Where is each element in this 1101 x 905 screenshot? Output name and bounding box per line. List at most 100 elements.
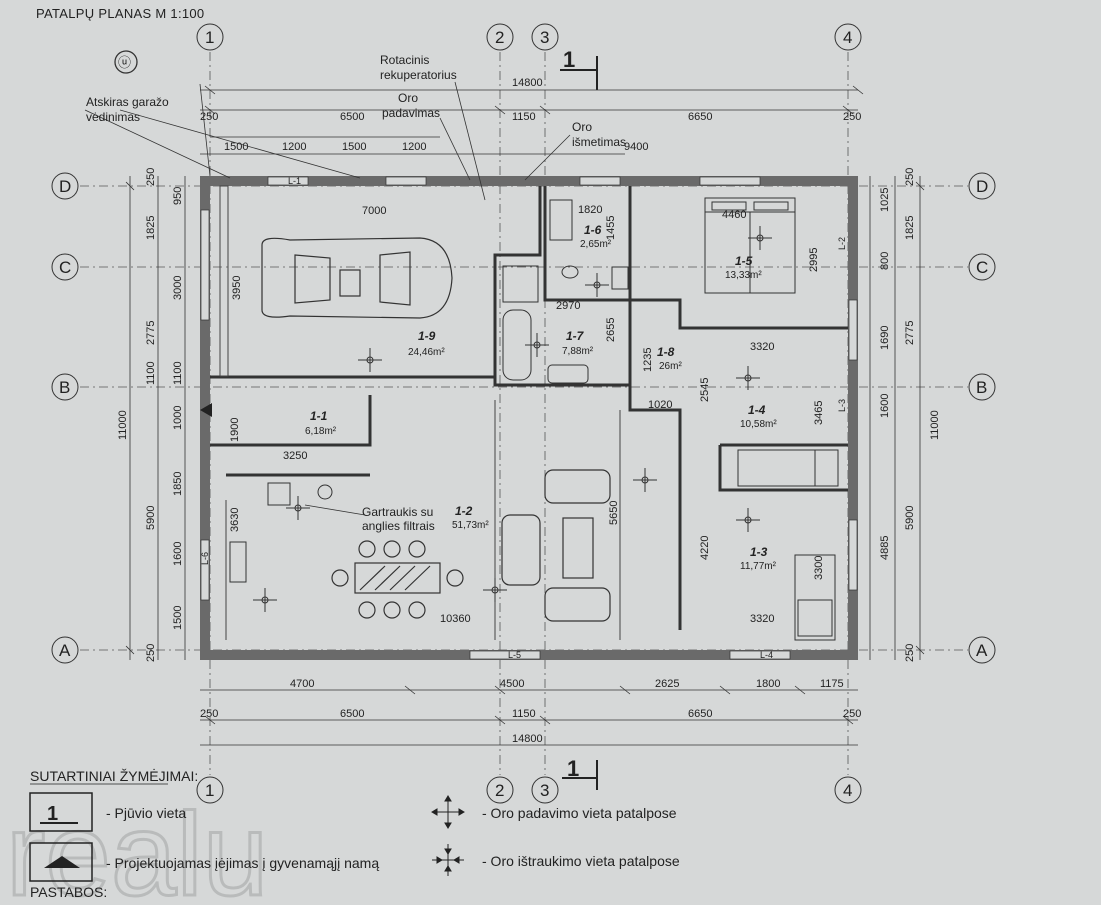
dims-right: 11000 250 1825 2775 5900 250 1025 800 16… [879, 168, 941, 662]
legend-entrance-icon [29, 842, 93, 882]
note-gartraukis-2: anglies filtrais [362, 519, 435, 533]
dining-table-icon [331, 540, 464, 619]
room-1-1-id: 1-1 [310, 409, 328, 423]
leader-lines [84, 81, 571, 516]
dimension-lines [125, 85, 925, 746]
dim-left-250b: 250 [145, 644, 157, 662]
dim-left-1100b: 1100 [172, 361, 184, 385]
dim-left-5900: 5900 [145, 506, 157, 530]
interior-dims: 7000 3950 1820 1455 4460 2995 2970 2655 … [229, 204, 825, 625]
sofa-icons [501, 469, 611, 622]
watermark: realu [6, 789, 268, 900]
note-oro-padavimas-2: padavimas [382, 106, 440, 120]
room-1-6-area: 2,65m² [580, 239, 612, 250]
room-1-5-id: 1-5 [735, 254, 753, 268]
dim-right-1825: 1825 [904, 216, 916, 240]
svg-text:L-4: L-4 [760, 650, 773, 660]
hand-mark-icon [114, 50, 138, 74]
dim-bottom-1150: 1150 [512, 708, 536, 720]
room-1-7-area: 7,88m² [562, 346, 594, 357]
dim-left-1000: 1000 [172, 406, 184, 430]
dim-int-1900: 1900 [229, 418, 241, 442]
svg-text:L-3: L-3 [837, 399, 847, 412]
annotations: Rotacinis rekuperatorius Atskiras garažo… [86, 53, 626, 533]
dim-left-2775: 2775 [145, 321, 157, 345]
bed-icon-1-5 [704, 197, 796, 294]
dim-top-250b: 250 [843, 111, 861, 123]
legend-air-extract-icon [432, 844, 464, 876]
room-1-2-id: 1-2 [455, 504, 473, 518]
dim-top-total: 14800 [512, 77, 543, 89]
room-1-8-id: 1-8 [657, 345, 675, 359]
svg-text:1: 1 [47, 803, 58, 825]
dim-int-3320b: 3320 [750, 613, 774, 625]
dim-top-6650: 6650 [688, 111, 712, 123]
dim-bottom-1175: 1175 [820, 678, 844, 690]
axis-B-right: B [976, 378, 987, 397]
dim-bottom-4500: 4500 [500, 678, 524, 690]
dim-left-total: 11000 [117, 410, 129, 440]
section-marker-top: 1 [560, 47, 598, 90]
bed-icon-1-3 [794, 554, 836, 641]
dim-left-250a: 250 [145, 168, 157, 186]
dim-bottom-1800: 1800 [756, 678, 780, 690]
dim-int-1455: 1455 [605, 216, 617, 240]
axis-bubbles-top: 1 2 3 4 [196, 23, 862, 51]
legend-item-entrance: - Projektuojamas įėjimas į gyvenamąjį na… [106, 855, 379, 871]
dim-left-1100: 1100 [145, 361, 157, 385]
note-garazo-2: vėdinimas [86, 110, 140, 124]
dim-bottom-2625: 2625 [655, 678, 679, 690]
svg-text:1: 1 [567, 756, 579, 781]
dim-bottom-250a: 250 [200, 708, 218, 720]
dim-right-250b: 250 [904, 644, 916, 662]
room-labels: 1-9 24,46m² 1-1 6,18m² 1-2 51,73m² 1-6 2… [305, 223, 777, 572]
sheet-title: PATALPŲ PLANAS M 1:100 [36, 6, 205, 21]
room-1-4-id: 1-4 [748, 403, 766, 417]
interior-walls [210, 186, 848, 630]
axis-bubbles-bottom: 1 2 3 4 [196, 776, 862, 804]
kitchen-fixtures [229, 482, 333, 583]
dim-bottom-6500: 6500 [340, 708, 364, 720]
dim-top-1200a: 1200 [282, 141, 306, 153]
car-icon [261, 237, 453, 319]
dim-top-9400: 9400 [624, 141, 648, 153]
dims-left: 11000 250 1825 2775 1100 5900 250 950 30… [117, 168, 184, 662]
dim-right-1600: 1600 [879, 394, 891, 418]
legend-item-air-supply: - Oro padavimo vieta patalpose [482, 805, 677, 821]
axis-3-bottom: 3 [540, 781, 549, 800]
axis-bubbles-left: D C B A [51, 172, 79, 664]
svg-text:1: 1 [563, 47, 575, 72]
room-1-9-id: 1-9 [418, 329, 436, 343]
dim-int-2655: 2655 [605, 318, 617, 342]
axis-1-bottom: 1 [205, 781, 214, 800]
hand-mark: ⓤ [118, 55, 131, 70]
dim-right-4885: 4885 [879, 536, 891, 560]
axis-A-left: A [59, 641, 71, 660]
axis-1-top: 1 [205, 28, 214, 47]
interior-lines [219, 185, 621, 640]
dim-int-4460: 4460 [722, 209, 746, 221]
dim-bottom-total: 14800 [512, 733, 543, 745]
note-gartraukis-1: Gartraukis su [362, 505, 433, 519]
dim-int-3320a: 3320 [750, 341, 774, 353]
axis-4-bottom: 4 [843, 781, 852, 800]
dim-right-800: 800 [879, 252, 891, 270]
dim-int-1820: 1820 [578, 204, 602, 216]
dim-left-950: 950 [172, 187, 184, 205]
dim-int-3950: 3950 [231, 276, 243, 300]
dim-right-1025: 1025 [879, 188, 891, 212]
axis-bubbles-right: D C B A [968, 172, 996, 664]
dim-bottom-250b: 250 [843, 708, 861, 720]
room-1-7-id: 1-7 [566, 329, 585, 343]
dim-int-5650: 5650 [608, 501, 620, 525]
windows-bottom [469, 650, 791, 660]
legend: SUTARTINIAI ŽYMĖJIMAI: 1 - Pjūvio vieta … [29, 767, 680, 900]
note-oro-ismetimas-1: Oro [572, 120, 592, 134]
air-vent-icons [253, 226, 772, 612]
axis-4-top: 4 [843, 28, 852, 47]
dim-left-1600: 1600 [172, 542, 184, 566]
axis-2-bottom: 2 [495, 781, 504, 800]
room-1-3-id: 1-3 [750, 545, 768, 559]
dim-int-3630: 3630 [229, 508, 241, 532]
room-1-3-area: 11,77m² [740, 561, 777, 572]
